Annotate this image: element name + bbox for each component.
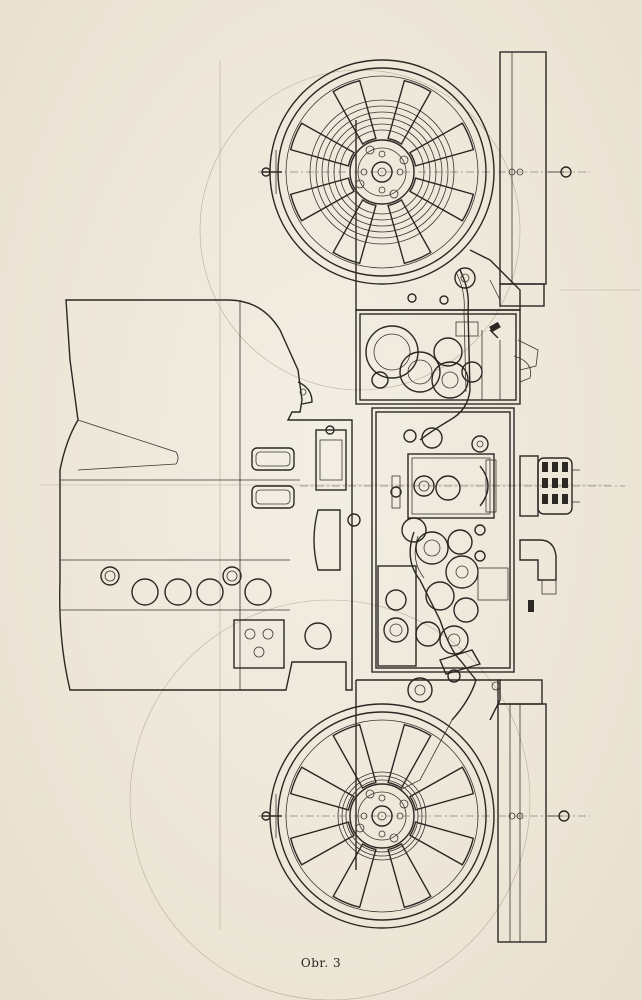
- upper-film-reel: [269, 59, 495, 285]
- reel-spoke-opening: [408, 177, 475, 222]
- lamp-house: [59, 299, 361, 691]
- reel-spoke-opening: [387, 198, 432, 265]
- reel-spoke-opening: [408, 821, 475, 866]
- reel-spoke-opening: [408, 122, 475, 167]
- projection-lens: [517, 339, 580, 517]
- reel-spoke-opening: [332, 723, 377, 790]
- reel-spoke-opening: [408, 766, 475, 811]
- lower-fire-trap: [355, 679, 501, 870]
- film-to-lower-reel: [399, 719, 453, 791]
- film-path-upper: [419, 269, 471, 441]
- figure-caption: Obr. 3: [300, 956, 342, 970]
- upper-reel-shaft: [261, 150, 282, 194]
- lower-reel-arm: [497, 679, 570, 943]
- film-gate: [390, 427, 497, 519]
- sprocket-mechanism: [377, 517, 509, 667]
- upper-fire-trap: [355, 120, 521, 311]
- lower-reel-shaft: [261, 794, 282, 838]
- reel-spoke-opening: [387, 723, 432, 790]
- film-path-lower: [409, 531, 477, 721]
- upper-reel-arm: [489, 51, 572, 307]
- upper-sprocket-mechanism: [365, 321, 501, 400]
- drive-motor: [513, 355, 557, 612]
- reel-spoke-opening: [289, 766, 356, 811]
- reel-spoke-opening: [289, 177, 356, 222]
- reel-spoke-opening: [387, 79, 432, 146]
- reel-spoke-opening: [332, 842, 377, 909]
- reel-spoke-opening: [332, 79, 377, 146]
- reel-spoke-opening: [289, 122, 356, 167]
- reel-spoke-opening: [332, 198, 377, 265]
- lower-sprocket: [407, 649, 501, 703]
- reel-spoke-opening: [387, 842, 432, 909]
- reel-spoke-opening: [289, 821, 356, 866]
